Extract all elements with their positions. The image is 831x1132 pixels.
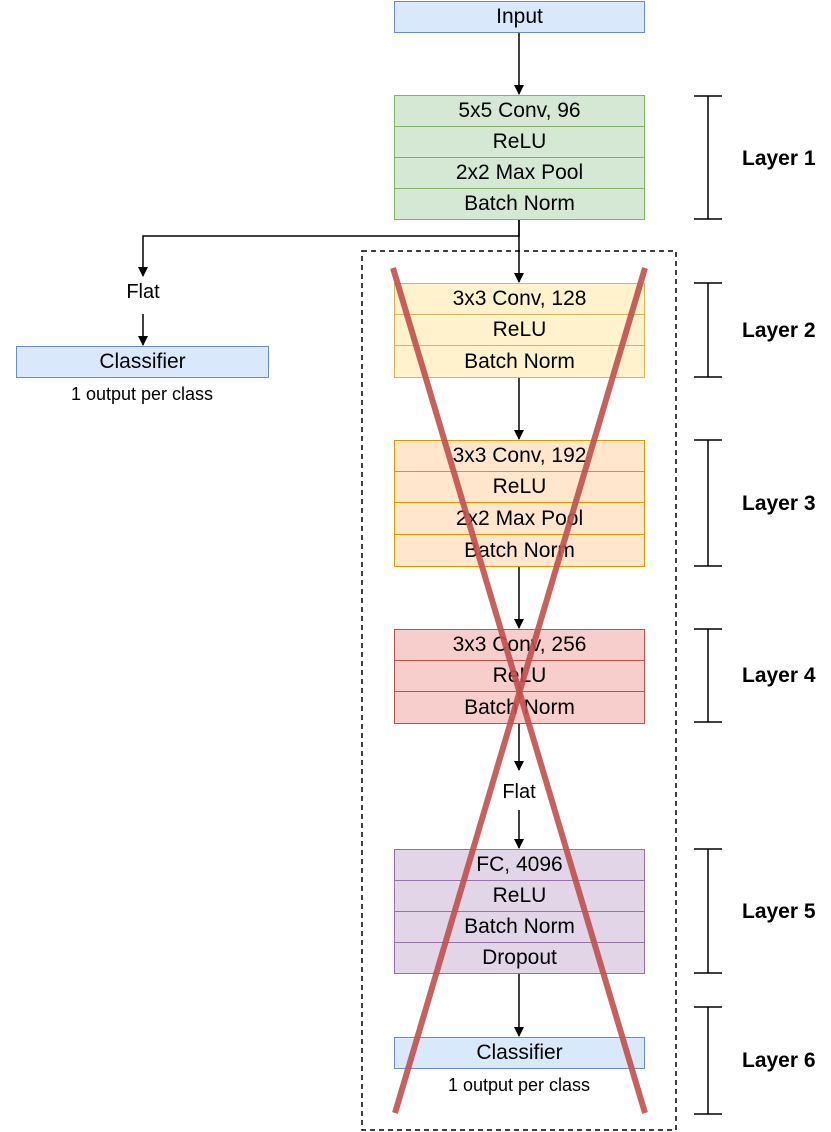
layer3-row-maxpool: 2x2 Max Pool [395,503,644,535]
side-classifier-note: 1 output per class [70,384,214,404]
main-flat-label: Flat [502,781,536,803]
layer5-row-batchnorm: Batch Norm [395,912,644,943]
layer5-row-relu: ReLU [395,881,644,912]
layer2-block: 3x3 Conv, 128 ReLU Batch Norm [394,283,645,378]
input-label: Input [496,5,543,28]
layer3-row-batchnorm: Batch Norm [464,538,575,562]
arrow-layer1-to-side-flat [138,220,520,277]
bracket-layer5 [694,848,722,974]
layer3-block: 3x3 Conv, 192 ReLU 2x2 Max Pool Batch No… [394,440,645,567]
layer5-block: FC, 4096 ReLU Batch Norm Dropout [394,849,645,974]
layer1-row-batchnorm: Batch Norm [464,192,575,215]
layer6-classifier-label: Classifier [476,1041,563,1064]
layer1-block: 5x5 Conv, 96 ReLU 2x2 Max Pool Batch Nor… [394,95,645,220]
layer1-label: Layer 1 [742,147,816,170]
bracket-layer3 [694,439,722,567]
layer3-row-relu: ReLU [395,472,644,503]
layer4-row-batchnorm: Batch Norm [464,695,575,719]
layer6-classifier-note: 1 output per class [447,1075,591,1095]
layer2-row-relu: ReLU [395,315,644,346]
layer5-row-dropout: Dropout [482,946,557,969]
bracket-layer1 [694,95,722,220]
input-block: Input [394,1,645,33]
layer2-row-batchnorm: Batch Norm [464,349,575,373]
layer3-label: Layer 3 [742,492,816,515]
layer5-row-fc: FC, 4096 [395,850,644,881]
side-flat-label: Flat [126,281,160,303]
layer1-row-maxpool: 2x2 Max Pool [395,158,644,189]
layer1-row-conv: 5x5 Conv, 96 [395,96,644,127]
bracket-layer2 [694,282,722,378]
layer4-label: Layer 4 [742,664,816,687]
layer6-label: Layer 6 [742,1049,816,1072]
layer4-block: 3x3 Conv, 256 ReLU Batch Norm [394,629,645,724]
layer5-label: Layer 5 [742,900,816,923]
side-classifier-block: Classifier [16,346,269,378]
layer3-row-conv: 3x3 Conv, 192 [395,441,644,472]
bracket-layer6 [694,1006,722,1115]
side-classifier-label: Classifier [99,350,186,373]
layer4-row-conv: 3x3 Conv, 256 [395,630,644,661]
layer6-classifier-block: Classifier [394,1037,645,1069]
layer1-row-relu: ReLU [395,127,644,158]
layer2-label: Layer 2 [742,319,816,342]
layer4-row-relu: ReLU [395,661,644,692]
layer2-row-conv: 3x3 Conv, 128 [395,284,644,315]
bracket-layer4 [694,628,722,723]
